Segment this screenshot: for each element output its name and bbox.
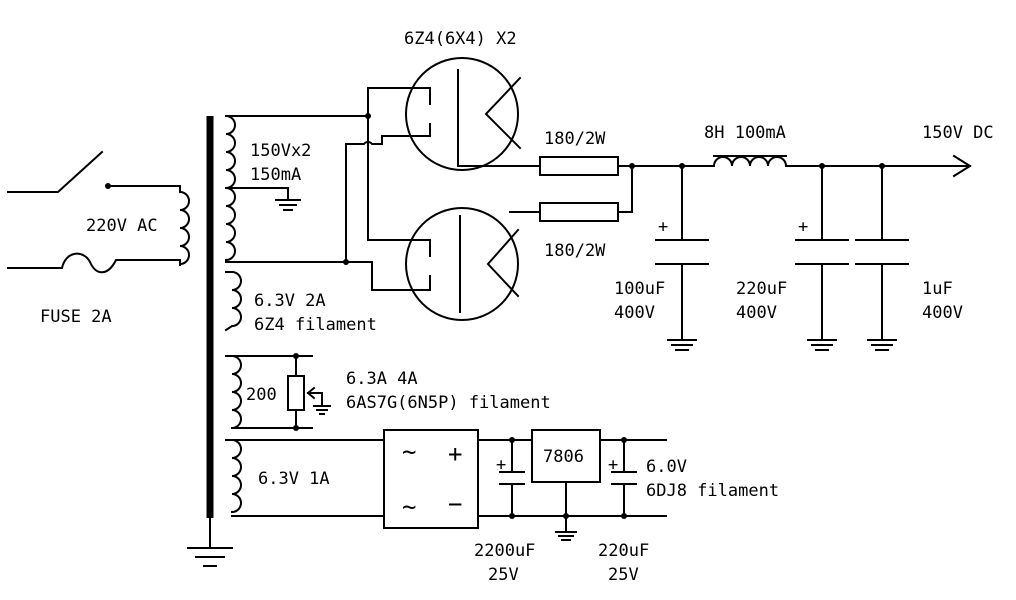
- primary-winding: [178, 190, 190, 266]
- pot-wiper: [306, 386, 323, 407]
- power-filament-tube: 6AS7G(6N5P) filament: [346, 393, 551, 413]
- cap-1-polarity: +: [658, 217, 668, 237]
- power-filament-winding: 200 6.3A 4A 6AS7G(6N5P) filament: [225, 353, 551, 431]
- bridge-rectifier: [383, 429, 479, 529]
- cap-in-polarity: +: [496, 455, 506, 475]
- cap-3-value: 1uF: [922, 279, 953, 299]
- bridge-minus: −: [448, 490, 462, 518]
- rect-filament-voltage: 6.3V 2A: [254, 291, 326, 311]
- bridge-plus: +: [448, 440, 462, 468]
- dc-output-load: 6DJ8 filament: [646, 481, 779, 501]
- choke: [712, 156, 788, 168]
- resistor-1: [539, 156, 619, 176]
- core-ground-symbol: [187, 547, 233, 567]
- cap-1-value: 100uF: [614, 279, 665, 299]
- transformer-core: [187, 116, 233, 567]
- hv-center-tap-ground: [275, 199, 301, 211]
- output-arrow: [952, 154, 972, 178]
- tube-label: 6Z4(6X4) X2: [404, 29, 517, 49]
- choke-label: 8H 100mA: [704, 123, 786, 143]
- resistor-2-label: 180/2W: [544, 241, 606, 261]
- bridge-ac-in-1: ~: [402, 438, 416, 466]
- fuse-label: FUSE 2A: [40, 307, 112, 327]
- cap-out-polarity: +: [608, 455, 618, 475]
- cap-in-value: 2200uF: [474, 541, 535, 561]
- rectifier-tube-1: [405, 57, 541, 171]
- cap-in-voltage: 25V: [488, 565, 519, 585]
- hum-balance-pot: [287, 375, 305, 411]
- dc-filament-supply: 6.3V 1A ~ ~ + − + 2200uF 25V 7806 + 220u…: [225, 429, 779, 585]
- regulator-label: 7806: [543, 447, 584, 467]
- hv-filter: 180/2W 180/2W 8H 100mA 150V DC + 100uF 4…: [539, 123, 994, 351]
- cap-3-voltage: 400V: [922, 303, 963, 323]
- rectifier-tube-2: [405, 207, 541, 321]
- fuse-symbol: [7, 252, 181, 274]
- bridge-ac-in-2: ~: [402, 493, 416, 521]
- dc-winding-label: 6.3V 1A: [258, 469, 330, 489]
- cap-2-polarity: +: [798, 217, 808, 237]
- cap-1: [655, 165, 709, 341]
- resistor-1-label: 180/2W: [544, 129, 606, 149]
- hv-secondary-winding: 150Vx2 150mA: [224, 87, 417, 291]
- rect-filament-tube: 6Z4 filament: [254, 315, 377, 335]
- cap-2-voltage: 400V: [736, 303, 777, 323]
- power-filament-voltage: 6.3A 4A: [346, 369, 418, 389]
- cap-out-value: 220uF: [598, 541, 649, 561]
- cap-in: [499, 439, 525, 517]
- cap-out: [611, 439, 637, 517]
- resistor-2: [539, 202, 619, 222]
- dc-output-voltage: 6.0V: [646, 457, 687, 477]
- rect-filament-winding: 6.3V 2A 6Z4 filament: [224, 271, 377, 335]
- pot-value: 200: [246, 385, 277, 405]
- cap-2: [795, 165, 849, 341]
- mains-input: 220V AC FUSE 2A: [7, 150, 181, 327]
- hv-winding-voltage: 150Vx2: [250, 141, 311, 161]
- hv-winding-current: 150mA: [250, 165, 301, 185]
- cap-3: [855, 165, 909, 341]
- cap-out-voltage: 25V: [608, 565, 639, 585]
- hv-output-label: 150V DC: [922, 123, 994, 143]
- cap-1-voltage: 400V: [614, 303, 655, 323]
- cap-2-value: 220uF: [736, 279, 787, 299]
- mains-voltage-label: 220V AC: [86, 216, 158, 236]
